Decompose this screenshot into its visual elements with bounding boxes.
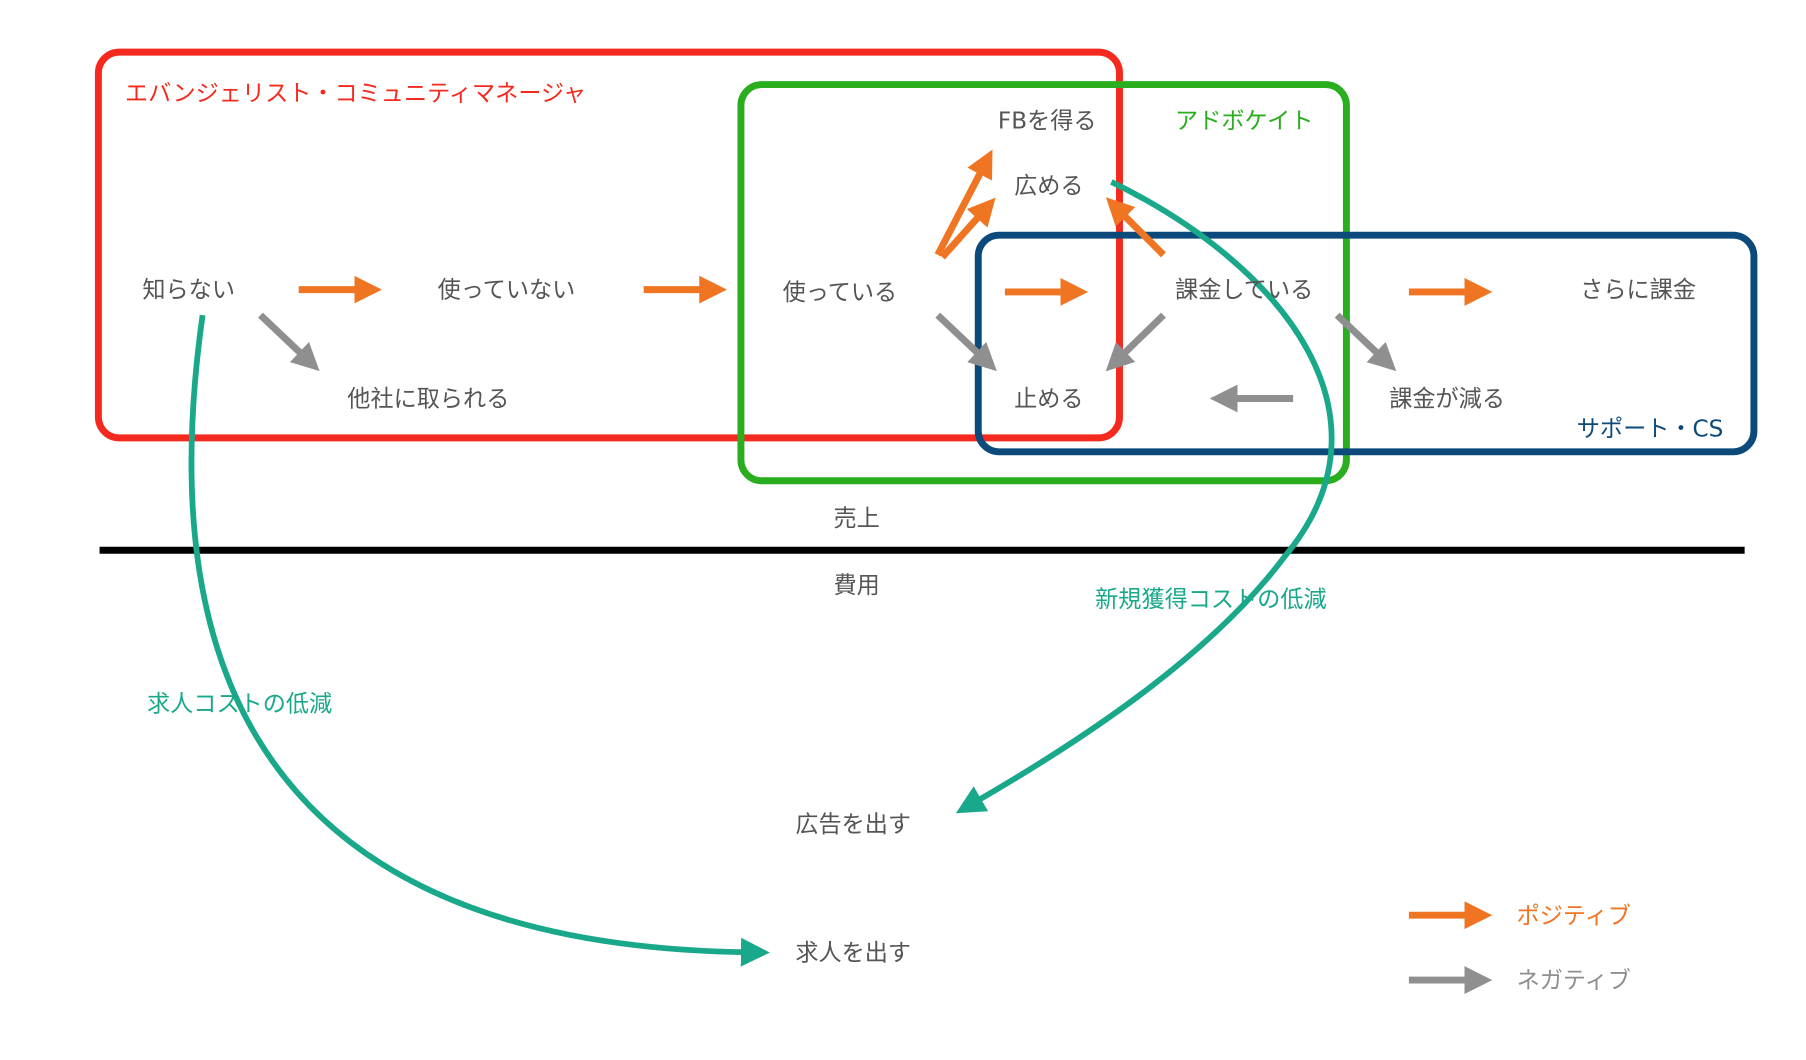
arrow-using-to-stop: [935, 312, 997, 372]
node-spread: 広める: [1014, 173, 1083, 199]
recruit-cost-curve: [188, 314, 770, 967]
arrow-paying-to-pay-less: [1334, 312, 1397, 372]
node-unaware: 知らない: [142, 278, 235, 304]
node-lost-to-competitor: 他社に取られる: [347, 387, 509, 413]
legend-negative-label: ネガティブ: [1517, 968, 1631, 994]
node-pay-less: 課金が減る: [1389, 387, 1505, 413]
negative-arrows: [258, 312, 1397, 413]
recruit-cost-label: 求人コストの低減: [147, 691, 332, 717]
evangelist-group-label: エバンジェリスト・コミュニティマネージャ: [125, 81, 586, 107]
arrow-paying-to-spread: [1105, 197, 1166, 258]
support-group-label: サポート・CS: [1577, 417, 1724, 443]
arrow-using-to-feedback: [934, 149, 993, 257]
acquisition-cost-curve: [955, 179, 1335, 814]
node-pay-more: さらに課金: [1580, 278, 1696, 304]
label-revenue: 売上: [834, 506, 880, 532]
arrow-paying-to-stop: [1105, 312, 1166, 372]
arrow-unaware-to-competitor: [258, 312, 320, 372]
acquisition-cost-label: 新規獲得コストの低減: [1095, 587, 1326, 613]
node-using: 使っている: [783, 280, 898, 306]
node-paying: 課金している: [1175, 278, 1313, 304]
node-recruit: 求人を出す: [795, 940, 911, 966]
positive-arrows: [298, 149, 1493, 306]
advocate-group-label: アドボケイト: [1175, 109, 1313, 135]
node-get-feedback: FBを得る: [998, 109, 1097, 135]
label-cost: 費用: [834, 573, 880, 599]
legend-positive-label: ポジティブ: [1517, 903, 1631, 929]
node-stop: 止める: [1014, 387, 1083, 413]
evangelist-group-box: [94, 48, 1123, 442]
node-not-using: 使っていない: [438, 278, 576, 304]
legend: ポジティブ ネガティブ: [1408, 901, 1631, 994]
advocate-group-box: [737, 81, 1350, 485]
node-advertise: 広告を出す: [795, 812, 911, 838]
arrow-using-to-spread: [939, 197, 996, 260]
